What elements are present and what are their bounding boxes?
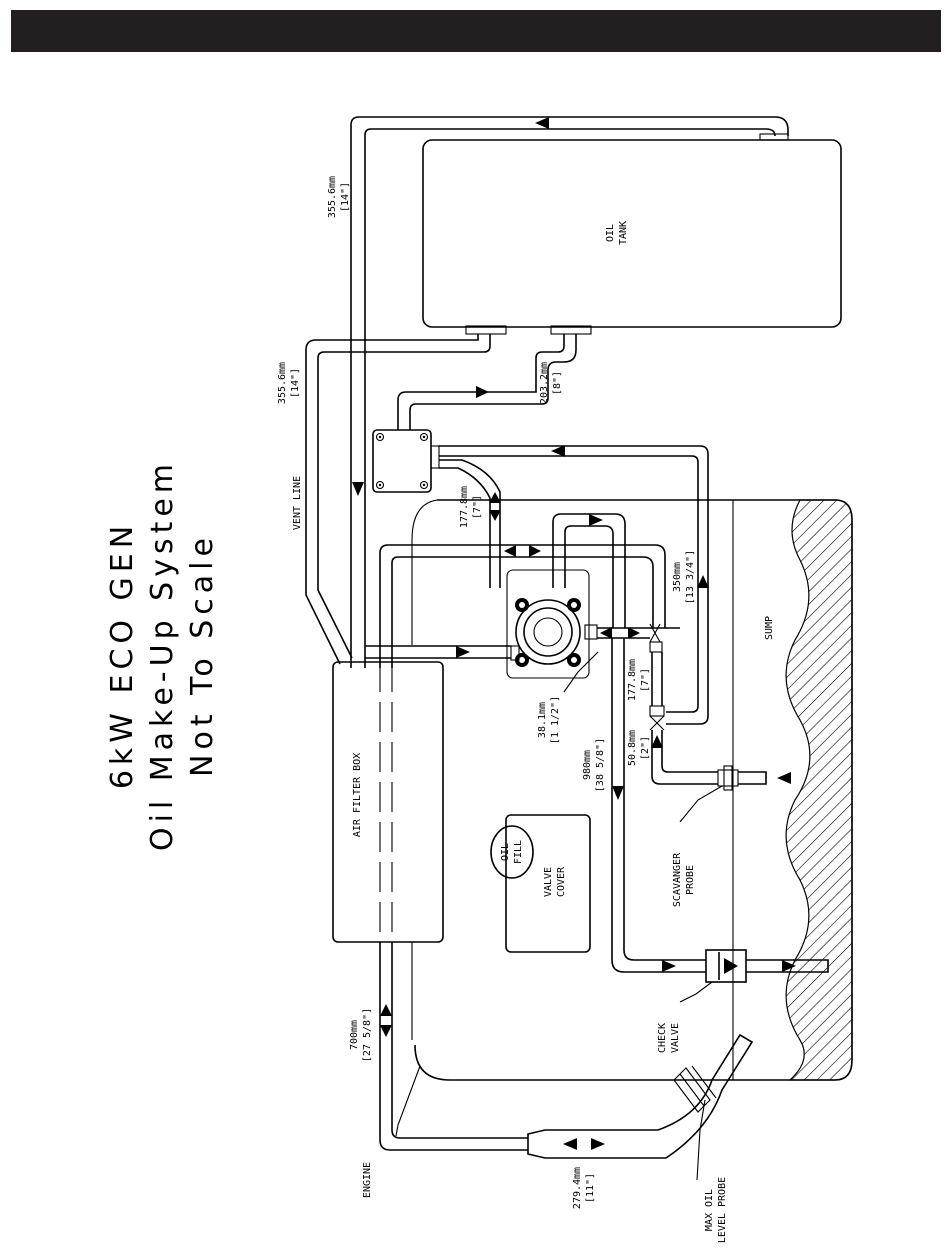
flow-arrow-top — [535, 117, 549, 129]
max-oil-label-1: MAX OIL — [704, 1189, 715, 1231]
title-line3: Not To Scale — [185, 533, 220, 777]
dim-279-1: 279.4mm — [572, 1167, 583, 1209]
sump-label: SUMP — [764, 616, 775, 640]
oil-tank: OIL TANK — [422, 133, 842, 335]
max-oil-level-probe — [527, 1033, 754, 1159]
title-line1: 6kW ECO GEN — [105, 521, 140, 789]
scavanger-probe — [717, 765, 791, 791]
oil-tank-label-2: TANK — [618, 221, 629, 245]
arrow-left-scavanger — [777, 772, 791, 784]
dim-203-2: [8"] — [552, 371, 563, 395]
arrow-down-700 — [380, 1025, 392, 1037]
arrow-right-980 — [662, 960, 676, 972]
pump-to-filter-line — [365, 645, 511, 659]
flow-arrow-return — [551, 445, 565, 457]
reservoir-block — [372, 429, 440, 493]
dim-38-2: [1 1/2"] — [550, 696, 561, 744]
pump-upper-loop — [552, 513, 626, 628]
air-filter-box: AIR FILTER BOX — [332, 661, 444, 943]
check-valve-label-1: CHECK — [657, 1023, 668, 1053]
arrow-down-177 — [489, 510, 501, 521]
flow-arrow-down-left — [352, 482, 364, 496]
title-line2: Oil Make-Up System — [145, 459, 180, 851]
dim-177-lower-2: [7"] — [640, 668, 651, 692]
valve-cover: VALVE COVER OIL FILL — [490, 814, 591, 953]
check-valve-label-2: VALVE — [670, 1023, 681, 1053]
engine-loop-line — [379, 544, 666, 668]
vent-line — [305, 334, 491, 665]
dim-50-1: 50.8mm — [627, 730, 638, 766]
arrow-right-check — [782, 960, 796, 972]
dim-355-top-2: [14"] — [340, 182, 351, 212]
diagram-title: 6kW ECO GEN Oil Make-Up System Not To Sc… — [105, 459, 220, 851]
air-filter-box-label: AIR FILTER BOX — [352, 753, 363, 837]
max-oil-label-2: LEVEL PROBE — [717, 1177, 728, 1243]
dimension-labels: 355.6mm [14"] 355.6mm [14"] 203.2mm [8"]… — [277, 176, 696, 1209]
leader-lines — [395, 651, 723, 1181]
pump-outlet-line — [597, 623, 680, 653]
arrow-up-50 — [651, 735, 663, 748]
top-return-line — [350, 116, 789, 668]
oil-fill-label-2: FILL — [513, 840, 524, 864]
engine-label: ENGINE — [362, 1162, 373, 1198]
oil-fill-label-1: OIL — [500, 843, 511, 861]
arrow-up-700 — [380, 1004, 392, 1016]
arrow-left-probe — [563, 1138, 577, 1150]
line-980 — [611, 638, 706, 973]
valve-cover-label-1: VALVE — [543, 867, 554, 897]
reservoir-to-engine-line — [439, 459, 501, 588]
arrow-right-outlet — [628, 627, 640, 639]
arrow-right-loop — [529, 545, 541, 557]
line-177-lower — [649, 652, 718, 785]
flow-arrow-up-350 — [697, 575, 709, 588]
valve-cover-label-2: COVER — [556, 866, 567, 897]
dim-203-1: 203.2mm — [539, 362, 550, 404]
dim-177-upper-2: [7"] — [472, 495, 483, 519]
flow-arrow-supply — [476, 386, 489, 398]
check-valve — [705, 949, 829, 983]
line-700 — [379, 942, 528, 1151]
arrow-down-980 — [612, 786, 624, 800]
arrow-right-probe — [591, 1138, 605, 1150]
scavanger-probe-label-1: SCAVANGER — [672, 852, 683, 907]
dim-177-upper-1: 177.8mm — [459, 486, 470, 528]
arrow-left-loop — [504, 545, 516, 557]
dim-38-1: 38.1mm — [537, 702, 548, 738]
oil-tank-label-1: OIL — [605, 224, 616, 242]
dim-355-top-1: 355.6mm — [327, 176, 338, 218]
oil-pump — [506, 569, 598, 679]
dim-700-1: 700mm — [349, 1020, 360, 1050]
dim-350-1: 350mm — [672, 562, 683, 592]
vent-line-label: VENT LINE — [292, 476, 303, 530]
arrow-right-to-pump — [456, 646, 470, 658]
dim-980-1: 980mm — [582, 750, 593, 780]
dim-350-2: [13 3/4"] — [685, 550, 696, 604]
arrow-left-outlet — [600, 627, 612, 639]
scavanger-probe-label-2: PROBE — [685, 865, 696, 895]
dim-355-left-1: 355.6mm — [277, 362, 288, 404]
sump: SUMP — [411, 499, 853, 1081]
dim-177-lower-1: 177.8mm — [627, 659, 638, 701]
dim-279-2: [11"] — [585, 1173, 596, 1203]
arrow-right-upper-loop — [589, 514, 603, 526]
header-bar — [11, 10, 941, 52]
dim-50-2: [2"] — [640, 736, 651, 760]
dim-980-2: [38 5/8"] — [595, 738, 606, 792]
dim-355-left-2: [14"] — [290, 368, 301, 398]
tank-supply-line — [397, 334, 577, 430]
return-line-350 — [439, 445, 709, 725]
dim-700-2: [27 5/8"] — [362, 1008, 373, 1062]
